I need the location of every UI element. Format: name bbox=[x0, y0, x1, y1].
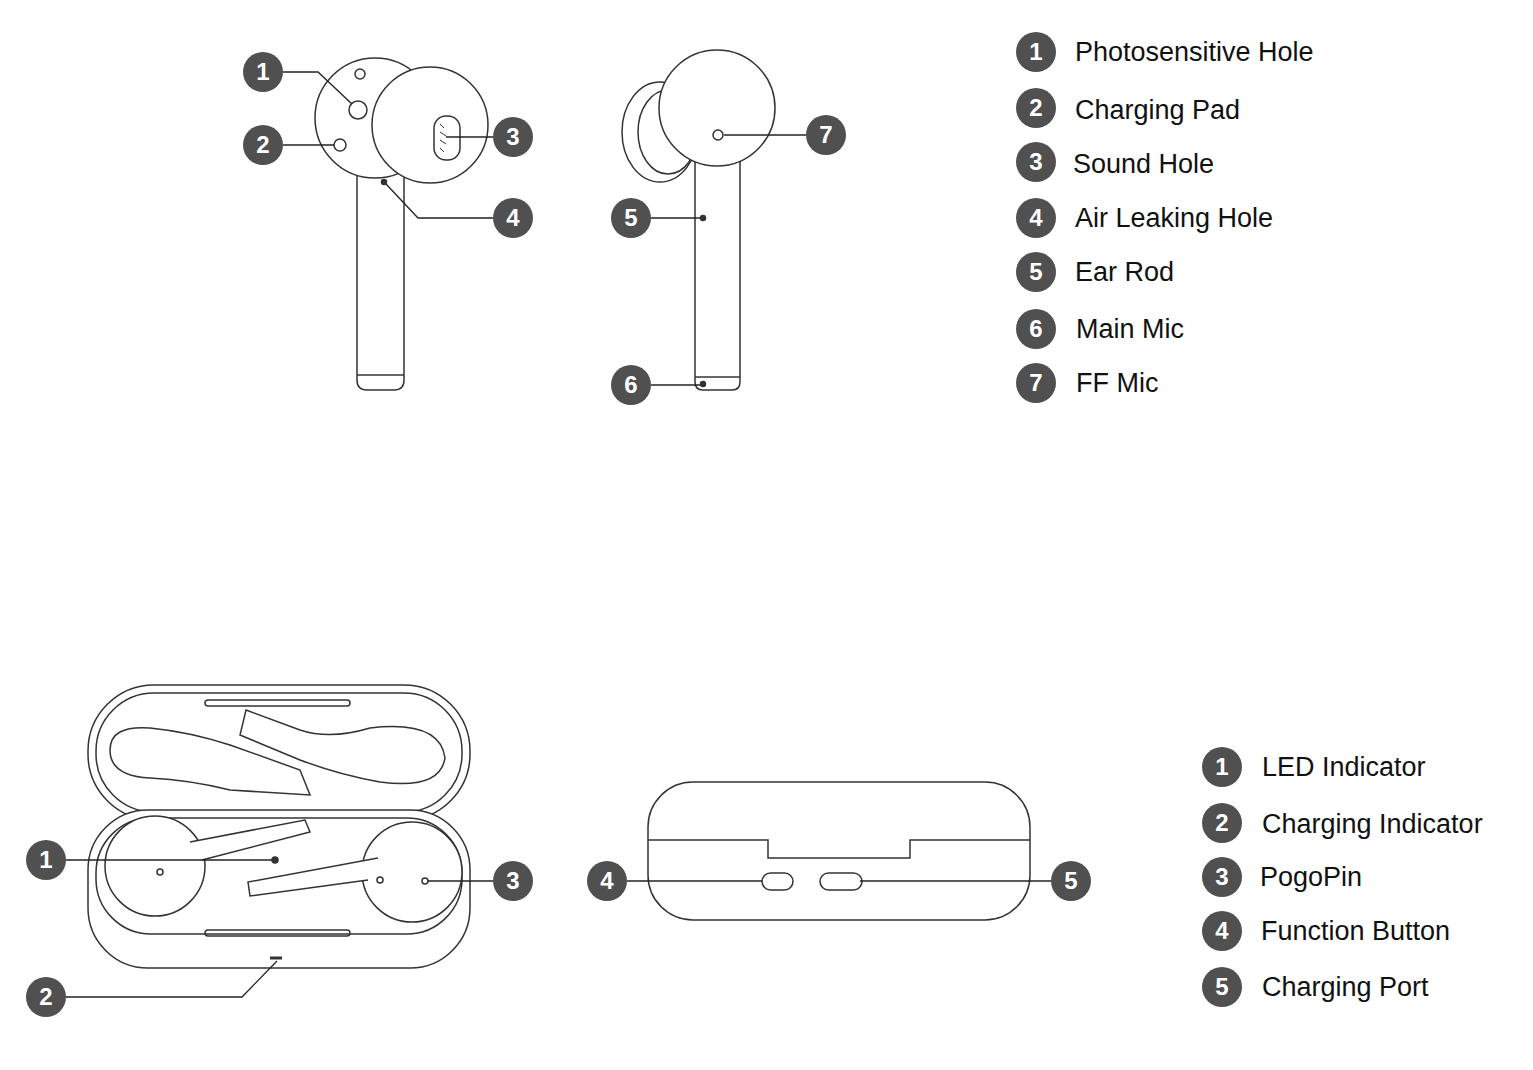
callout-number: 3 bbox=[1016, 142, 1056, 182]
legend-text: Charging Indicator bbox=[1262, 809, 1483, 840]
legend-text: FF Mic bbox=[1076, 368, 1158, 399]
legend-text: Ear Rod bbox=[1075, 257, 1174, 288]
legend-text: Function Button bbox=[1261, 916, 1450, 947]
legend-text: Photosensitive Hole bbox=[1075, 37, 1314, 68]
callout-number: 6 bbox=[611, 365, 651, 405]
callout-number: 5 bbox=[611, 198, 651, 238]
legend-text: Main Mic bbox=[1076, 314, 1184, 345]
callout-number: 2 bbox=[1016, 88, 1056, 128]
callout-number: 4 bbox=[587, 861, 627, 901]
callout-number: 2 bbox=[26, 977, 66, 1017]
legend-text: Sound Hole bbox=[1073, 149, 1214, 180]
callout-number: 1 bbox=[26, 840, 66, 880]
callout-number: 4 bbox=[1202, 911, 1242, 951]
legend-text: LED Indicator bbox=[1262, 752, 1426, 783]
callout-number: 3 bbox=[1202, 857, 1242, 897]
callout-number: 1 bbox=[1202, 747, 1242, 787]
callout-number: 2 bbox=[243, 125, 283, 165]
callout-number: 6 bbox=[1016, 309, 1056, 349]
legend-text: Charging Port bbox=[1262, 972, 1429, 1003]
callout-number: 7 bbox=[1016, 363, 1056, 403]
callout-number: 5 bbox=[1051, 861, 1091, 901]
callout-number: 5 bbox=[1016, 252, 1056, 292]
callout-number: 3 bbox=[493, 117, 533, 157]
legend-text: Air Leaking Hole bbox=[1075, 203, 1273, 234]
callout-number: 1 bbox=[1016, 32, 1056, 72]
callout-number: 4 bbox=[493, 198, 533, 238]
callout-number: 2 bbox=[1202, 803, 1242, 843]
legend-text: PogoPin bbox=[1260, 862, 1362, 893]
callout-number: 3 bbox=[493, 861, 533, 901]
legend-text: Charging Pad bbox=[1075, 95, 1240, 126]
callout-number: 1 bbox=[243, 52, 283, 92]
callout-number: 5 bbox=[1202, 967, 1242, 1007]
callout-number: 4 bbox=[1016, 198, 1056, 238]
callout-number: 7 bbox=[806, 115, 846, 155]
